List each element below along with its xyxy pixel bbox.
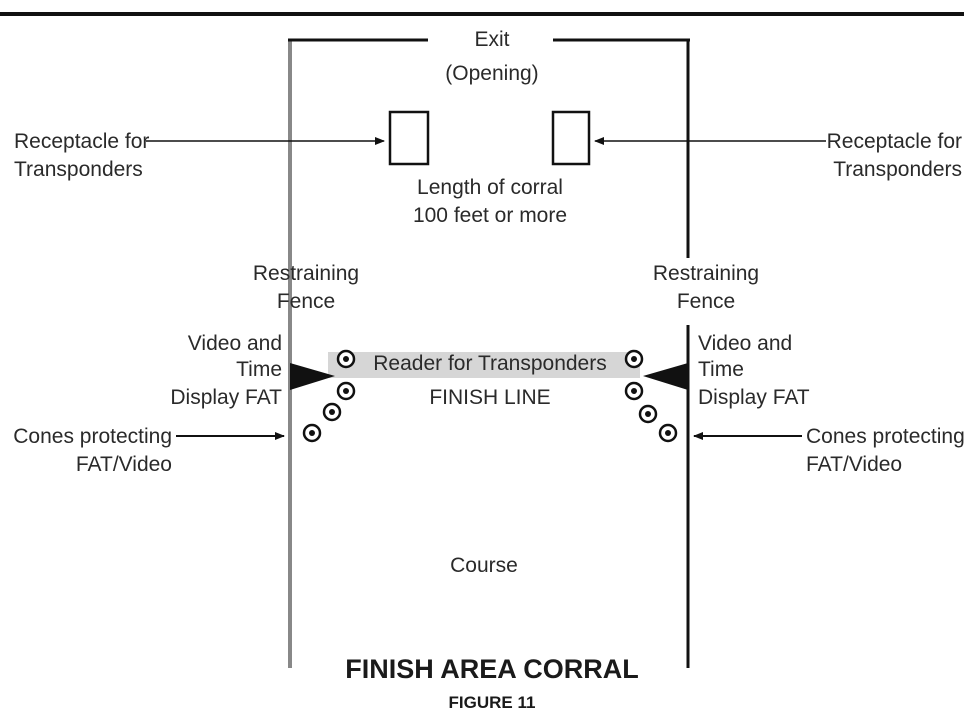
diagram-title: FINISH AREA CORRAL	[345, 654, 639, 684]
finish-line-label: FINISH LINE	[429, 386, 550, 409]
figure-number: FIGURE 11	[449, 693, 536, 712]
left-video-fat-camera-icon	[290, 363, 335, 390]
left-cone-3	[322, 402, 342, 422]
right-cone-3	[638, 404, 658, 424]
right-fence-label: Restraining	[653, 262, 759, 285]
left-transponder-receptacle	[388, 110, 430, 166]
right-cone-1	[624, 349, 644, 369]
left-cones-label: Cones protecting	[13, 425, 172, 448]
right-fence-label-2: Fence	[677, 290, 735, 313]
right-video-label-2: Time	[698, 358, 744, 381]
course-label: Course	[450, 554, 518, 577]
finish-line-reader-band	[328, 352, 640, 378]
left-fence-label: Restraining	[253, 262, 359, 285]
left-receptacle-label: Receptacle for	[14, 130, 149, 153]
left-video-label-2: Time	[236, 358, 282, 381]
left-receptacle-label-2: Transponders	[14, 158, 143, 181]
right-cones-label-2: FAT/Video	[806, 453, 902, 476]
right-receptacle-label: Receptacle for	[827, 130, 962, 153]
left-cone-4	[302, 423, 322, 443]
right-cones-label: Cones protecting	[806, 425, 964, 448]
left-cone-1	[336, 349, 356, 369]
right-transponder-receptacle	[551, 110, 591, 166]
right-cone-2	[624, 381, 644, 401]
left-cones-label-2: FAT/Video	[76, 453, 172, 476]
right-cone-4	[658, 423, 678, 443]
right-receptacle-label-2: Transponders	[833, 158, 962, 181]
exit-opening-label: (Opening)	[445, 62, 538, 85]
left-cone-2	[336, 381, 356, 401]
exit-label: Exit	[474, 28, 509, 51]
left-fence-label-2: Fence	[277, 290, 335, 313]
right-video-fat-camera-icon	[643, 363, 688, 390]
reader-label: Reader for Transponders	[373, 352, 606, 375]
left-video-label: Video and	[188, 332, 282, 355]
corral-length-value: 100 feet or more	[413, 204, 567, 227]
right-video-label: Video and	[698, 332, 792, 355]
right-video-label-3: Display FAT	[698, 386, 810, 409]
corral-length-label: Length of corral	[417, 176, 563, 199]
left-video-label-3: Display FAT	[170, 386, 282, 409]
